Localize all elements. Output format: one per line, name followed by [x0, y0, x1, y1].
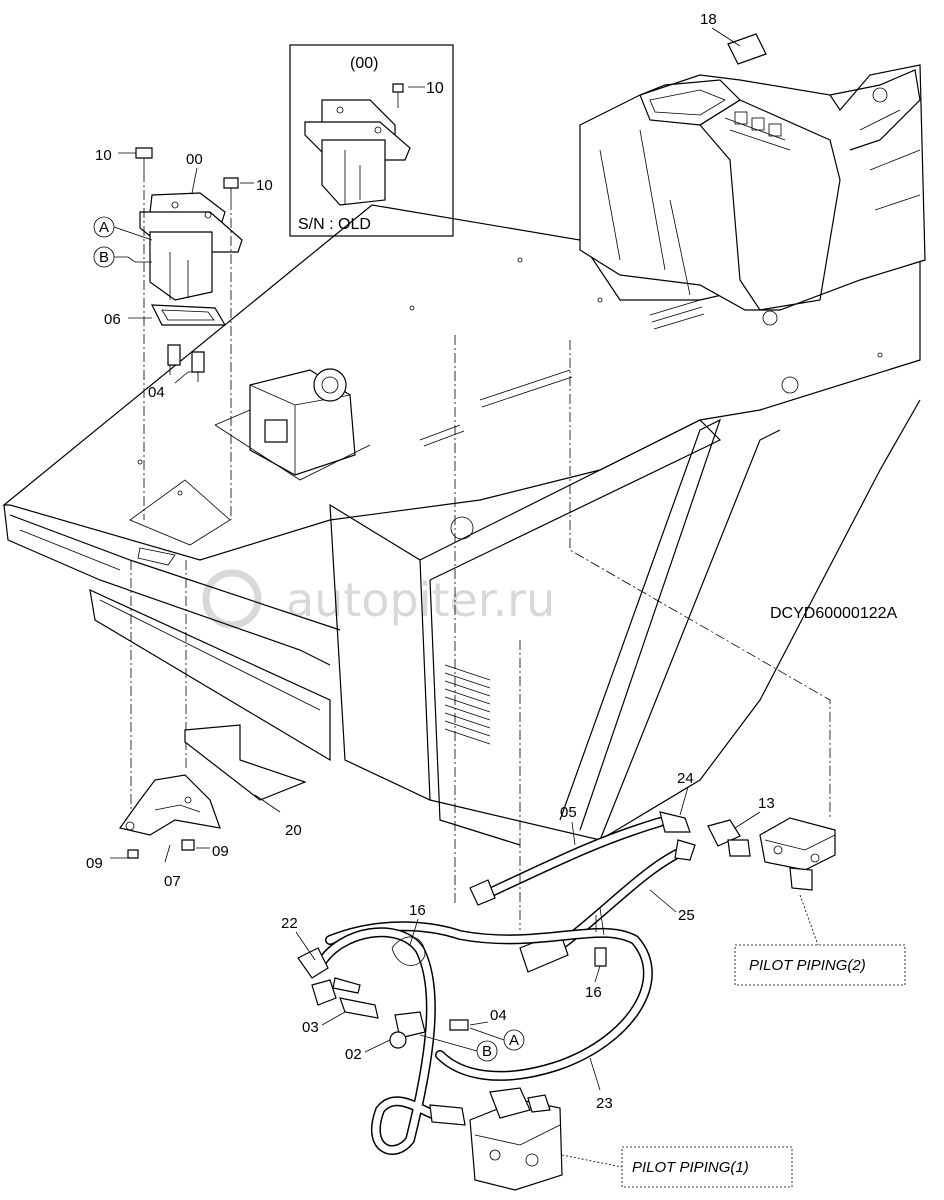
pilot-piping-2-ref[interactable]: PILOT PIPING(2) — [734, 894, 906, 986]
callout-20: 20 — [285, 822, 302, 839]
callout-13: 13 — [758, 795, 775, 812]
pilot-piping-1-label: PILOT PIPING(1) — [632, 1159, 749, 1176]
callout-A-bottom: A — [509, 1032, 519, 1049]
callout-07: 07 — [164, 873, 181, 890]
drawing-code: DCYD60000122A — [770, 605, 898, 622]
callout-00: 00 — [186, 151, 203, 168]
callout-10-left: 10 — [95, 147, 112, 164]
pilot-piping-2-label: PILOT PIPING(2) — [749, 957, 866, 974]
callout-A-top: A — [99, 219, 109, 236]
grill-slots — [444, 664, 491, 745]
callout-04-top: 04 — [148, 384, 165, 401]
control-valve-unit — [214, 368, 371, 481]
inset-part-label: (00) — [350, 55, 378, 72]
valve-block-pilot1 — [469, 1087, 563, 1191]
callout-10-right: 10 — [256, 177, 273, 194]
inset-bolt-label: 10 — [426, 80, 444, 97]
callout-06: 06 — [104, 311, 121, 328]
callout-05: 05 — [560, 804, 577, 821]
watermark: autopiter.ru — [202, 569, 555, 629]
callout-02: 02 — [345, 1046, 362, 1063]
callouts: 18 10 00 10 A B 06 04 20 09 09 07 24 13 … — [86, 11, 775, 1112]
callout-25: 25 — [678, 907, 695, 924]
callout-18: 18 — [700, 11, 717, 28]
callout-23: 23 — [596, 1095, 613, 1112]
callout-16-upper: 16 — [409, 902, 426, 919]
callout-22: 22 — [281, 915, 298, 932]
cab-structure — [579, 33, 926, 326]
callout-04-bottom: 04 — [490, 1007, 507, 1024]
inset-serial-note: S/N : OLD — [298, 216, 371, 233]
callout-B-bottom: B — [482, 1043, 492, 1060]
pilot-piping-1-ref[interactable]: PILOT PIPING(1) — [561, 1146, 793, 1188]
machine-frame — [2, 204, 921, 846]
pilot-hoses — [297, 811, 751, 1155]
callout-09-right: 09 — [212, 843, 229, 860]
switch-assembly — [110, 147, 307, 863]
callout-B-top: B — [99, 249, 109, 266]
valve-block-pilot2 — [759, 817, 836, 891]
callout-16-lower: 16 — [585, 984, 602, 1001]
callout-24: 24 — [677, 770, 694, 787]
inset-old-serial: (00) 10 S/N : OLD — [289, 44, 454, 237]
callout-03: 03 — [302, 1019, 319, 1036]
callout-09-left: 09 — [86, 855, 103, 872]
